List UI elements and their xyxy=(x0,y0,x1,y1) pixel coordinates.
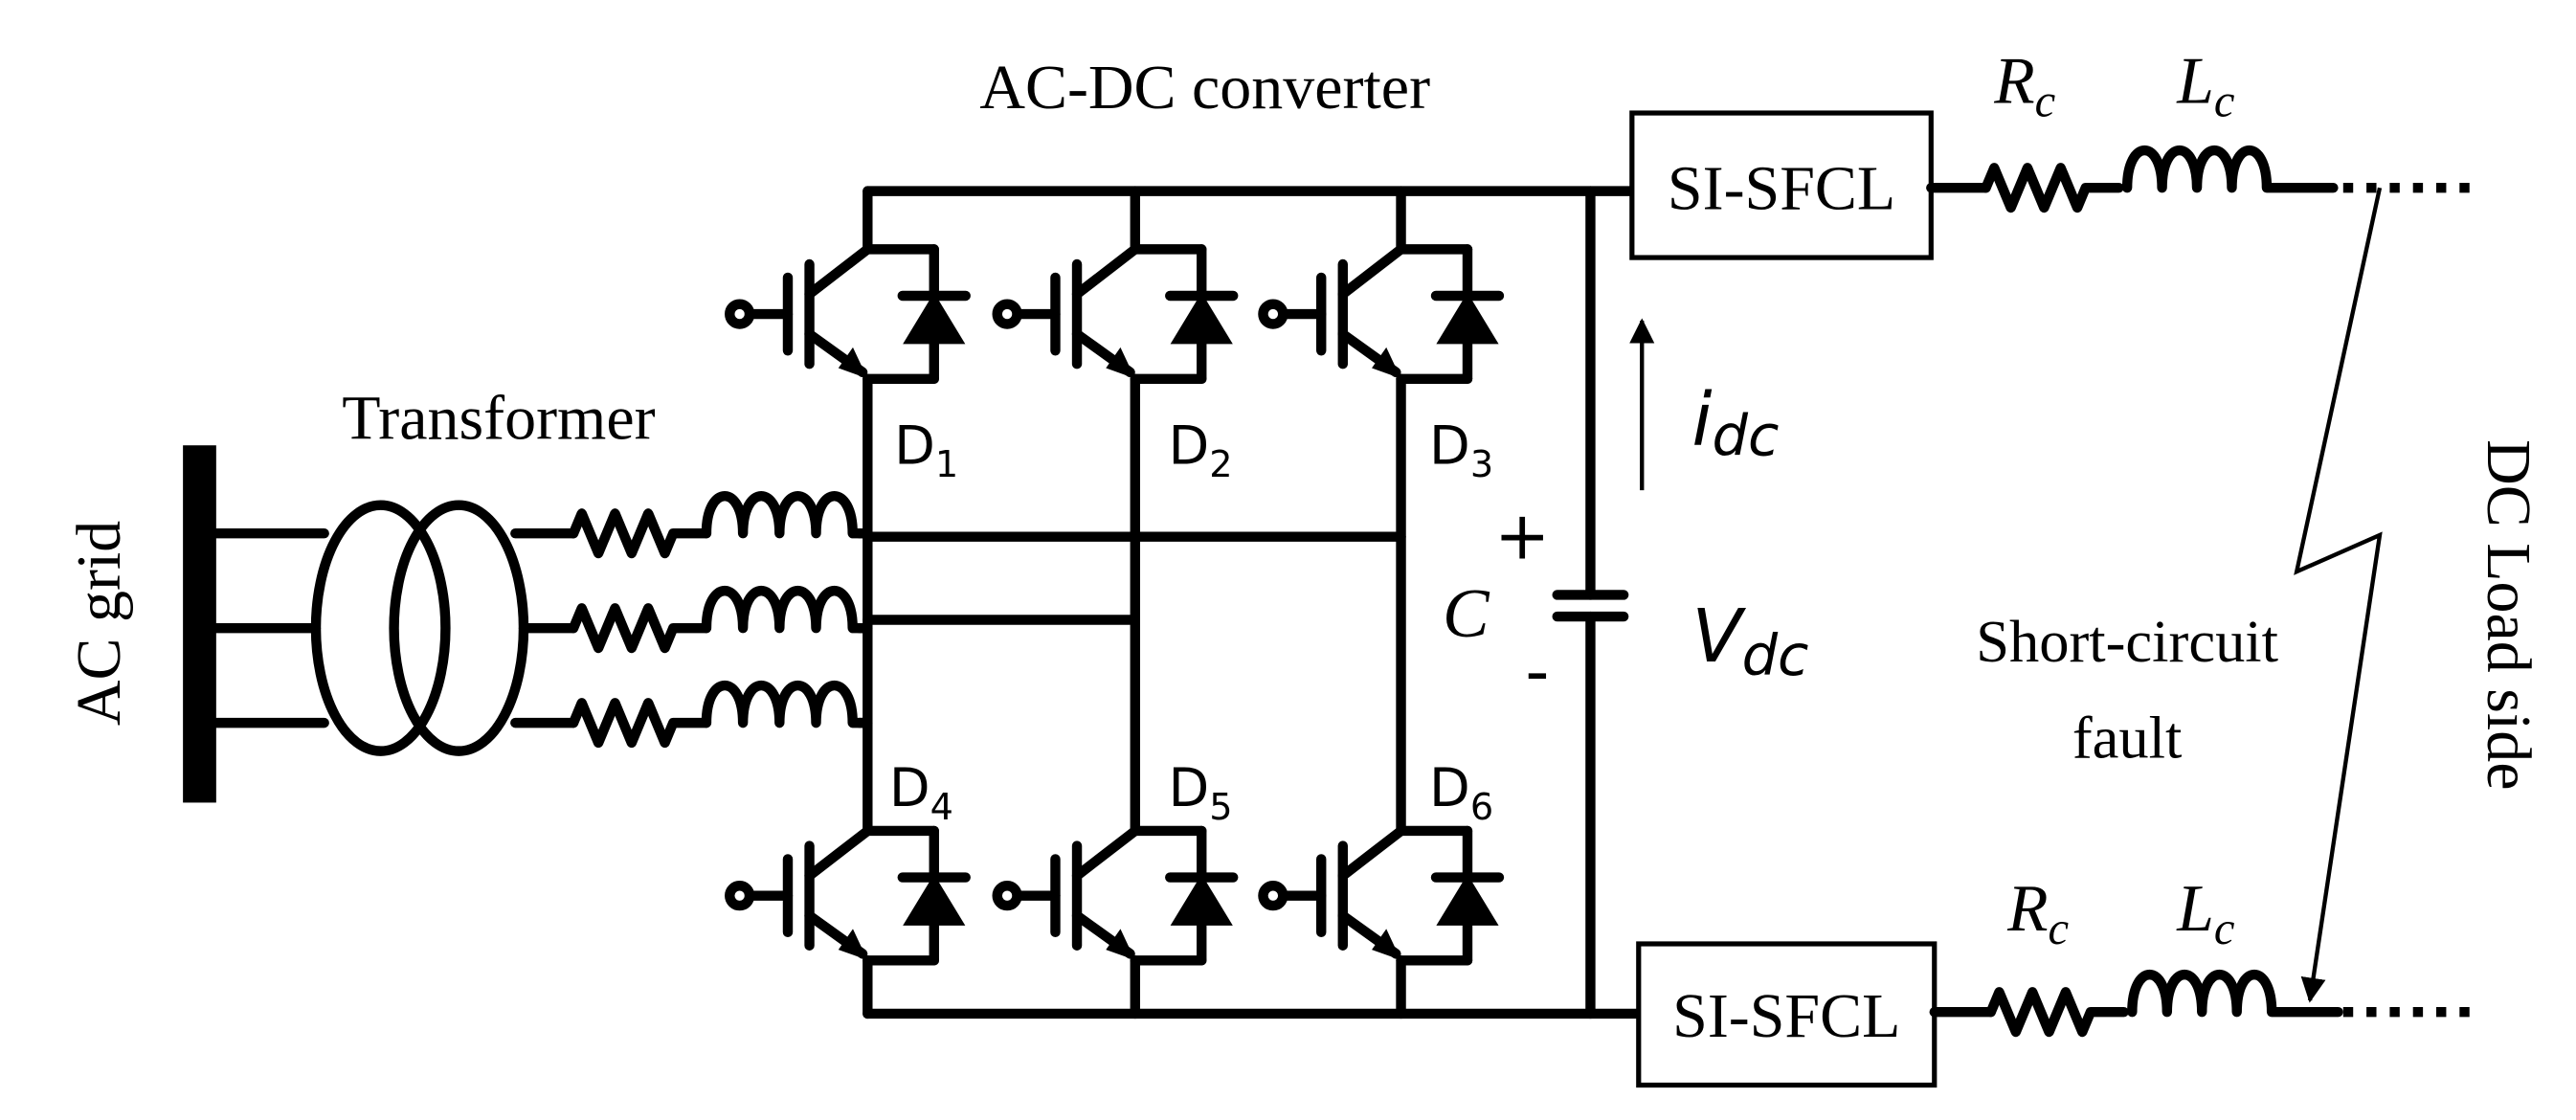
igbt-switch-1 xyxy=(725,244,971,384)
igbt-switch-2 xyxy=(992,244,1239,384)
diode-label-d1: D1 xyxy=(894,414,958,486)
inductor-label-bottom: Lc xyxy=(2176,872,2235,954)
current-label: idc xyxy=(1691,378,1779,468)
grid-lines xyxy=(211,528,329,728)
inductor-label-top: Lc xyxy=(2176,45,2235,127)
fault-label-line2: fault xyxy=(2072,705,2183,772)
capacitor-plus: + xyxy=(1494,498,1550,574)
capacitor-minus: - xyxy=(1525,635,1549,711)
sfcl-bottom-box xyxy=(1636,941,1938,1088)
ac-grid-bus xyxy=(183,445,216,803)
diode-label-d3: D3 xyxy=(1429,414,1493,486)
diode-label-d5: D5 xyxy=(1169,757,1233,829)
igbt-switch-6 xyxy=(1258,825,1505,966)
igbt-switch-5 xyxy=(992,825,1239,966)
resistor-label-bottom: Rc xyxy=(2006,872,2069,954)
capacitor-label: C xyxy=(1443,574,1490,652)
sfcl-bottom-label: SI-SFCL xyxy=(1672,981,1900,1051)
sfcl-top-label: SI-SFCL xyxy=(1668,154,1895,224)
phase-lines xyxy=(510,528,579,728)
diode-label-d2: D2 xyxy=(1169,414,1233,486)
line-impedance-top xyxy=(1926,146,2476,213)
transformer-symbol xyxy=(310,500,529,756)
line-impedance-bottom xyxy=(1929,970,2476,1038)
voltage-label: Vdc xyxy=(1691,594,1808,688)
fault-label-line1: Short-circuit xyxy=(1976,608,2278,675)
phase-inductors xyxy=(701,491,871,728)
converter-legs xyxy=(862,186,1406,1019)
diode-label-d4: D4 xyxy=(889,757,953,829)
igbt-switch-3 xyxy=(1258,244,1505,384)
diode-label-d6: D6 xyxy=(1429,757,1493,829)
sfcl-top-box xyxy=(1629,110,1934,260)
dc-load-side-label: DC Load side xyxy=(2474,439,2543,790)
igbt-switch-4 xyxy=(725,825,971,966)
fault-lightning-path xyxy=(2294,187,2383,1003)
dc-link-capacitor xyxy=(1552,186,1629,1019)
ac-grid-label: AC grid xyxy=(64,521,134,726)
transformer-label: Transformer xyxy=(342,383,655,453)
phase-resistors xyxy=(568,508,712,749)
converter-title: AC-DC converter xyxy=(979,53,1430,123)
switch-group xyxy=(725,244,1505,966)
resistor-label-top: Rc xyxy=(1993,45,2055,127)
